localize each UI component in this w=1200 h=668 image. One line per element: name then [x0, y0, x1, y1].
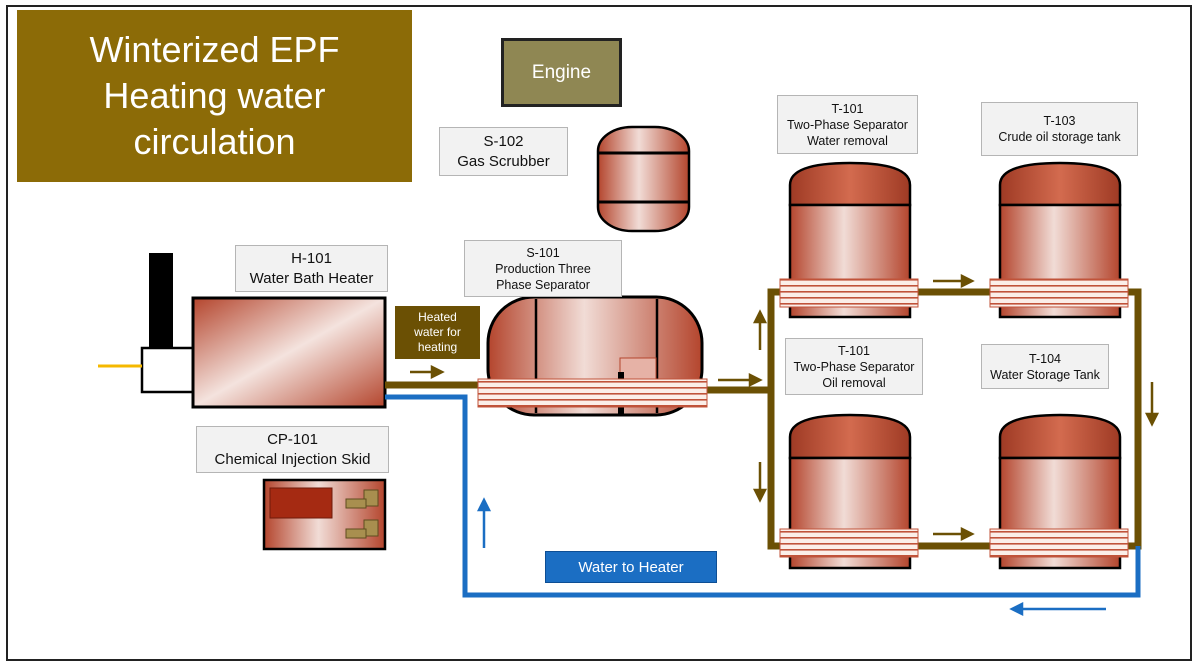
h101-label: H-101 Water Bath Heater [235, 245, 388, 292]
water-to-heater-text: Water to Heater [578, 558, 684, 576]
s101-tag: S-101 [526, 245, 560, 260]
t101-oil-function: Oil removal [822, 375, 886, 390]
t104-tag: T-104 [1029, 351, 1061, 366]
t101-oil-removal-tank [779, 413, 919, 570]
heated-water-label: Heated water for heating [395, 306, 480, 359]
title-line-2: Heating water [103, 74, 326, 116]
t104-label: T-104 Water Storage Tank [981, 344, 1109, 389]
t101-oil-tag: T-101 [838, 343, 870, 358]
cp101-tag: CP-101 [267, 430, 318, 448]
t103-tag: T-103 [1043, 114, 1076, 128]
h101-name: Water Bath Heater [249, 269, 374, 287]
water-to-heater-label: Water to Heater [545, 551, 717, 583]
t101-oil-label: T-101 Two-Phase Separator Oil removal [785, 338, 923, 395]
s102-name: Gas Scrubber [457, 152, 550, 170]
t103-label: T-103 Crude oil storage tank [981, 102, 1138, 156]
t101-water-name: Two-Phase Separator [787, 117, 908, 132]
h101-tag: H-101 [291, 249, 332, 267]
t101-water-tag: T-101 [831, 101, 864, 116]
t104-water-storage-tank [989, 413, 1129, 570]
t101-water-label: T-101 Two-Phase Separator Water removal [777, 95, 918, 154]
hot-water-pipe [385, 288, 1142, 550]
t101-water-function: Water removal [807, 133, 888, 148]
h101-water-bath-heater [191, 296, 387, 409]
heated-water-line-3: heating [417, 340, 458, 354]
title-line-1: Winterized EPF [89, 28, 340, 70]
t101-water-removal-tank [779, 161, 919, 319]
s101-name-1: Production Three [495, 261, 591, 276]
diagram-title: Winterized EPF Heating water circulation [17, 10, 412, 182]
cp101-label: CP-101 Chemical Injection Skid [196, 426, 389, 473]
heater-chimney [140, 253, 195, 394]
s102-label: S-102 Gas Scrubber [439, 127, 568, 176]
engine-box: Engine [501, 38, 622, 107]
return-water-pipe [385, 394, 1141, 598]
title-line-3: circulation [133, 121, 296, 163]
t103-crude-oil-storage-tank [989, 161, 1129, 319]
s101-name-2: Phase Separator [496, 277, 590, 292]
t101-oil-name: Two-Phase Separator [793, 359, 915, 374]
heated-water-line-1: Heated [418, 310, 457, 324]
t104-name: Water Storage Tank [990, 367, 1100, 382]
t103-name: Crude oil storage tank [998, 130, 1121, 144]
s102-tag: S-102 [483, 132, 524, 150]
s101-three-phase-separator [477, 295, 708, 417]
cp101-name: Chemical Injection Skid [214, 450, 371, 468]
heated-water-line-2: water for [414, 325, 461, 339]
s102-gas-scrubber [596, 125, 691, 233]
s101-label: S-101 Production Three Phase Separator [464, 240, 622, 297]
cp101-chemical-injection-skid [262, 478, 387, 551]
flow-arrows [410, 273, 1160, 617]
engine-label: Engine [531, 61, 592, 83]
